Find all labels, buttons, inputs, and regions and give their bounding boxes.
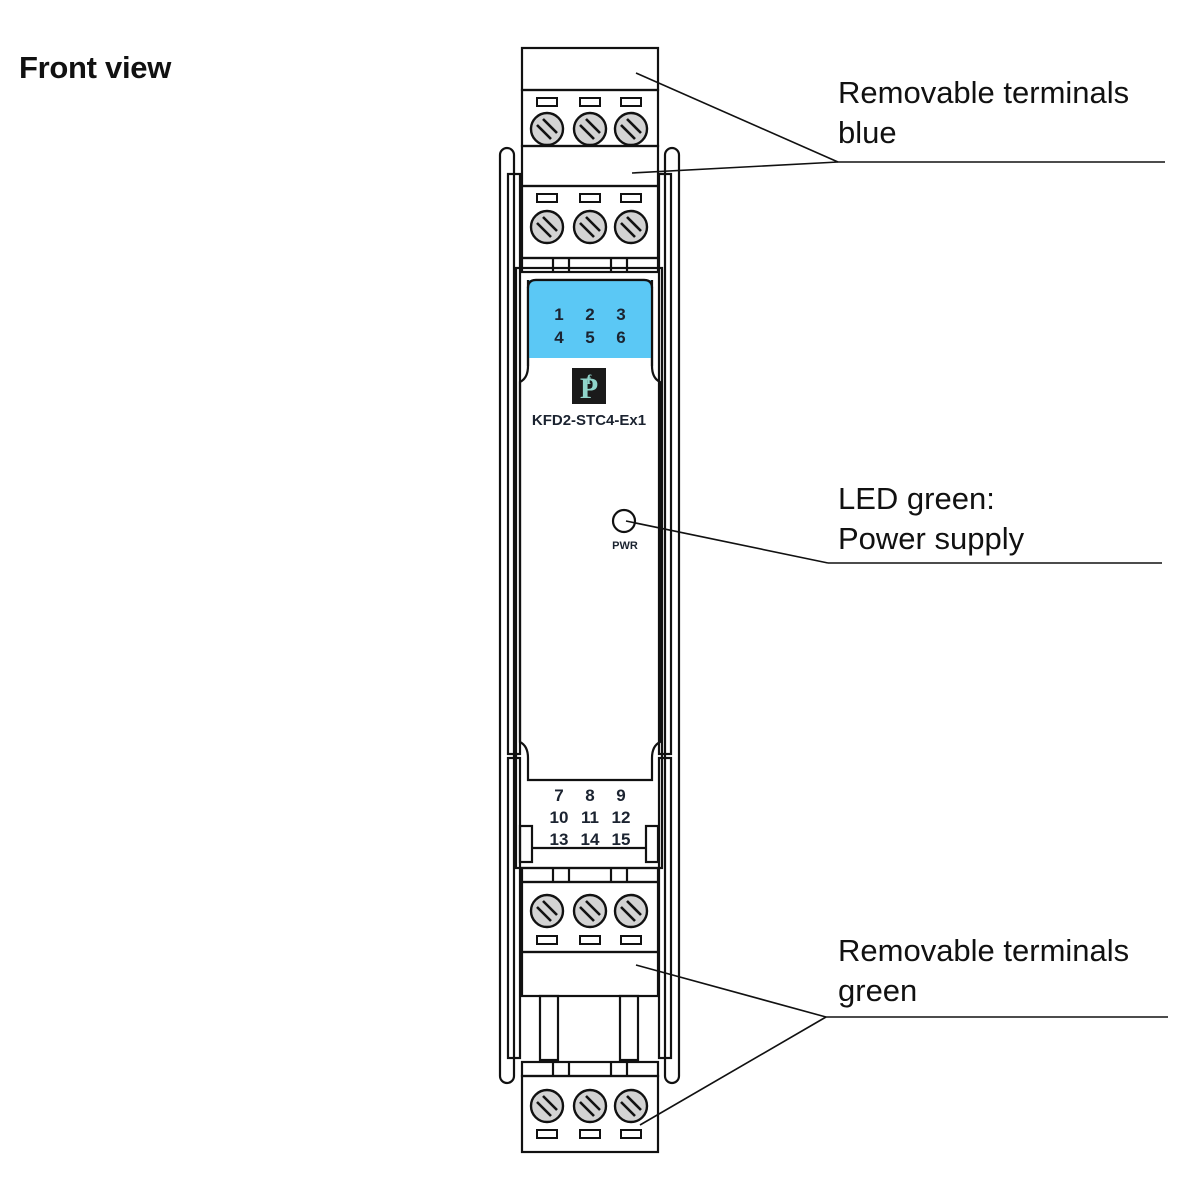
terminal-number: 3: [616, 305, 625, 324]
screw-icon[interactable]: [572, 1088, 608, 1124]
wire-slot: [579, 97, 601, 107]
blue-terminal-block-upper[interactable]: [520, 46, 660, 148]
wire-slot: [620, 935, 642, 945]
terminal-number: 5: [585, 328, 594, 347]
terminal-number: 11: [581, 808, 599, 827]
callout-line: green: [838, 973, 918, 1008]
page-title: Front view: [19, 50, 172, 85]
wire-slot: [536, 935, 558, 945]
power-led: [611, 508, 637, 534]
callout-line: blue: [838, 115, 897, 150]
callout-line: Power supply: [838, 521, 1025, 556]
screw-icon[interactable]: [572, 111, 608, 147]
blue-terminal-block-lower[interactable]: [520, 144, 660, 274]
svg-text:f: f: [587, 373, 592, 388]
terminal-number: 8: [585, 786, 594, 805]
wire-slot: [536, 97, 558, 107]
screw-icon[interactable]: [529, 209, 565, 245]
bottom-terminal-numbers: 7 8 9 10 11 12 13 14 15: [550, 786, 631, 849]
terminal-number: 6: [616, 328, 625, 347]
terminal-number: 10: [550, 808, 569, 827]
screw-icon[interactable]: [572, 209, 608, 245]
svg-text:P: P: [580, 372, 598, 405]
callout-led: LED green: Power supply: [838, 479, 1024, 559]
top-terminal-numbers: 1 2 3 4 5 6: [554, 305, 625, 347]
screw-icon[interactable]: [572, 893, 608, 929]
callout-line: LED green:: [838, 481, 995, 516]
green-terminal-block-lower[interactable]: [520, 1060, 660, 1154]
callout-blue-terminals: Removable terminals blue: [838, 73, 1129, 153]
wire-slot: [579, 193, 601, 203]
leader-lines: [625, 72, 1168, 1126]
screw-icon[interactable]: [613, 893, 649, 929]
terminal-number: 1: [554, 305, 563, 324]
screw-icon[interactable]: [529, 111, 565, 147]
wire-slot: [536, 193, 558, 203]
pf-logo-icon: P f: [572, 368, 606, 405]
terminal-number: 9: [616, 786, 625, 805]
callout-line: Removable terminals: [838, 933, 1130, 968]
wire-slot: [579, 1129, 601, 1139]
callout-green-terminals: Removable terminals green: [838, 931, 1129, 1011]
wire-slot: [620, 193, 642, 203]
green-terminal-block-upper[interactable]: [520, 866, 660, 998]
terminal-number: 15: [612, 830, 631, 849]
screw-icon[interactable]: [613, 1088, 649, 1124]
screw-icon[interactable]: [613, 209, 649, 245]
wire-slot: [579, 935, 601, 945]
screw-icon[interactable]: [529, 1088, 565, 1124]
terminal-number: 13: [550, 830, 569, 849]
terminal-number: 14: [581, 830, 600, 849]
screw-icon[interactable]: [613, 111, 649, 147]
model-label: KFD2-STC4-Ex1: [532, 412, 646, 429]
callout-line: Removable terminals: [838, 75, 1130, 110]
wire-slot: [536, 1129, 558, 1139]
led-label: PWR: [612, 540, 638, 552]
wire-slot: [620, 97, 642, 107]
screw-icon[interactable]: [529, 893, 565, 929]
terminal-number: 7: [554, 786, 563, 805]
terminal-number: 12: [612, 808, 631, 827]
wire-slot: [620, 1129, 642, 1139]
housing: [514, 266, 664, 870]
terminal-number: 2: [585, 305, 594, 324]
terminal-number: 4: [554, 328, 564, 347]
